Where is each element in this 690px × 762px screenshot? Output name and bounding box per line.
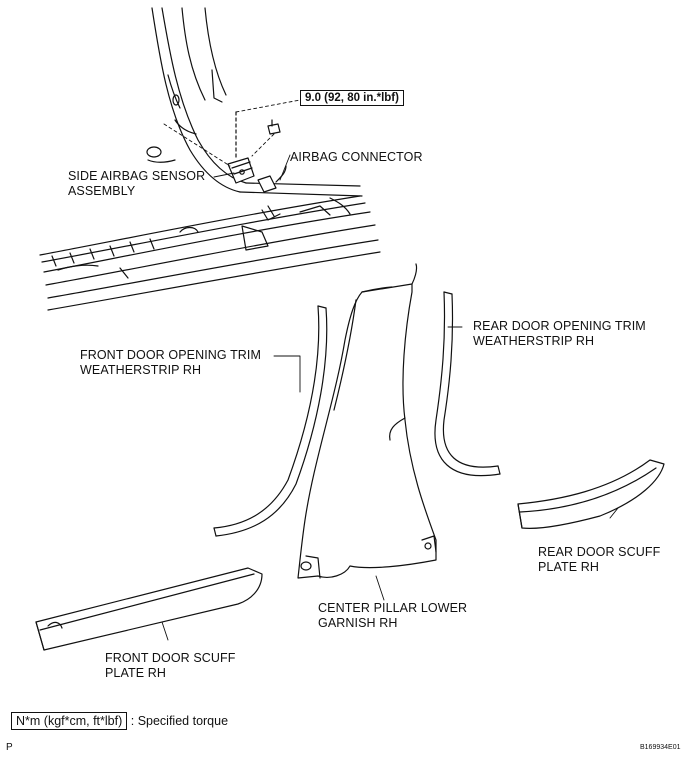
center-pillar-garnish-part [297,263,437,579]
figure-id: B169934E01 [640,744,681,751]
torque-legend-key: N*m (kgf*cm, ft*lbf) [11,712,128,730]
label-side-airbag-sensor: SIDE AIRBAG SENSOR ASSEMBLY [68,169,206,198]
label-front-door-scuff: FRONT DOOR SCUFF PLATE RH [105,651,236,680]
rear-door-trim-part [434,291,501,477]
label-front-door-trim: FRONT DOOR OPENING TRIM WEATHERSTRIP RH [80,348,262,377]
corner-mark: P [6,742,13,753]
bolt-part [267,119,281,135]
airbag-sensor-part [227,157,255,184]
rear-scuff-part [517,459,665,529]
label-rear-door-trim: REAR DOOR OPENING TRIM WEATHERSTRIP RH [473,319,646,348]
torque-legend: N*m (kgf*cm, ft*lbf) : Specified torque [11,712,228,730]
airbag-connector-part [257,165,287,193]
label-rear-door-scuff: REAR DOOR SCUFF PLATE RH [538,545,661,574]
front-scuff-part [35,567,263,651]
vehicle-body-inset [39,7,381,311]
torque-spec-box: 9.0 (92, 80 in.*lbf) [300,90,404,106]
label-center-pillar-garnish: CENTER PILLAR LOWER GARNISH RH [318,601,468,630]
front-door-trim-part [213,305,328,537]
torque-legend-text: : Specified torque [130,714,229,728]
leader-lines [161,154,623,641]
label-airbag-connector: AIRBAG CONNECTOR [290,150,423,164]
